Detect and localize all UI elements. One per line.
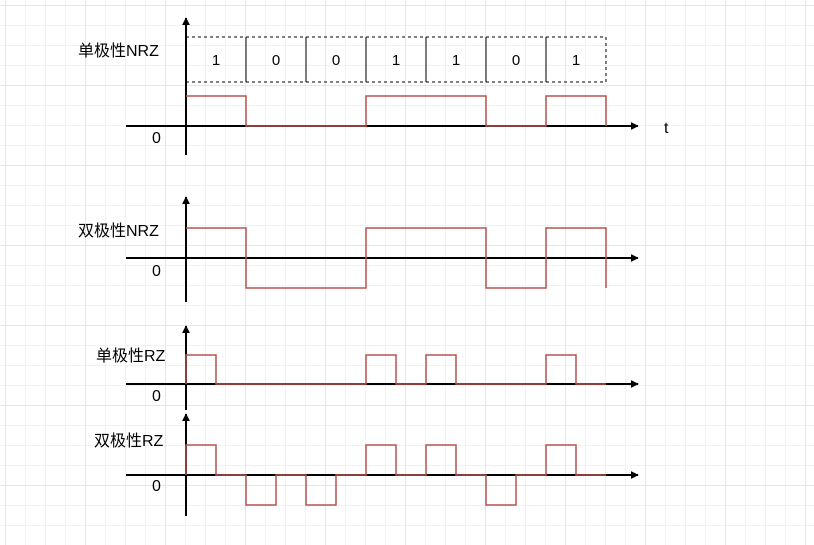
bit-value: 1 <box>392 52 400 69</box>
bit-value: 0 <box>332 52 340 69</box>
zero-label: 0 <box>152 388 161 405</box>
bit-cell <box>545 36 607 83</box>
panel-bipolar-nrz: 双极性NRZ 0 <box>78 196 639 302</box>
panel-label: 单极性NRZ <box>78 42 159 60</box>
panel-unipolar-nrz: 单极性NRZ 0 t <box>78 17 669 155</box>
panel-label: 双极性NRZ <box>78 222 159 240</box>
panel-label: 双极性RZ <box>94 432 164 450</box>
bit-value: 1 <box>452 52 460 69</box>
zero-label: 0 <box>152 263 161 280</box>
bit-cell <box>305 36 367 83</box>
bipolar-nrz-waveform <box>186 227 607 289</box>
bipolar-rz-waveform <box>185 444 606 506</box>
bit-sequence-row: 1 0 0 1 1 0 1 <box>185 36 607 83</box>
panel-bipolar-rz: 双极性RZ 0 <box>94 413 639 516</box>
unipolar-rz-waveform <box>185 354 606 385</box>
bit-cell <box>365 36 427 83</box>
bit-cell <box>485 36 547 83</box>
bit-cell <box>425 36 487 83</box>
time-axis-label: t <box>664 120 669 137</box>
bit-value: 0 <box>272 52 280 69</box>
panel-unipolar-rz: 单极性RZ 0 <box>96 325 639 410</box>
bit-value: 1 <box>572 52 580 69</box>
zero-label: 0 <box>152 130 161 147</box>
zero-label: 0 <box>152 478 161 495</box>
panel-label: 单极性RZ <box>96 347 166 365</box>
bit-value: 1 <box>212 52 220 69</box>
bit-cell <box>245 36 307 83</box>
bit-value: 0 <box>512 52 520 69</box>
unipolar-nrz-waveform <box>186 95 607 127</box>
